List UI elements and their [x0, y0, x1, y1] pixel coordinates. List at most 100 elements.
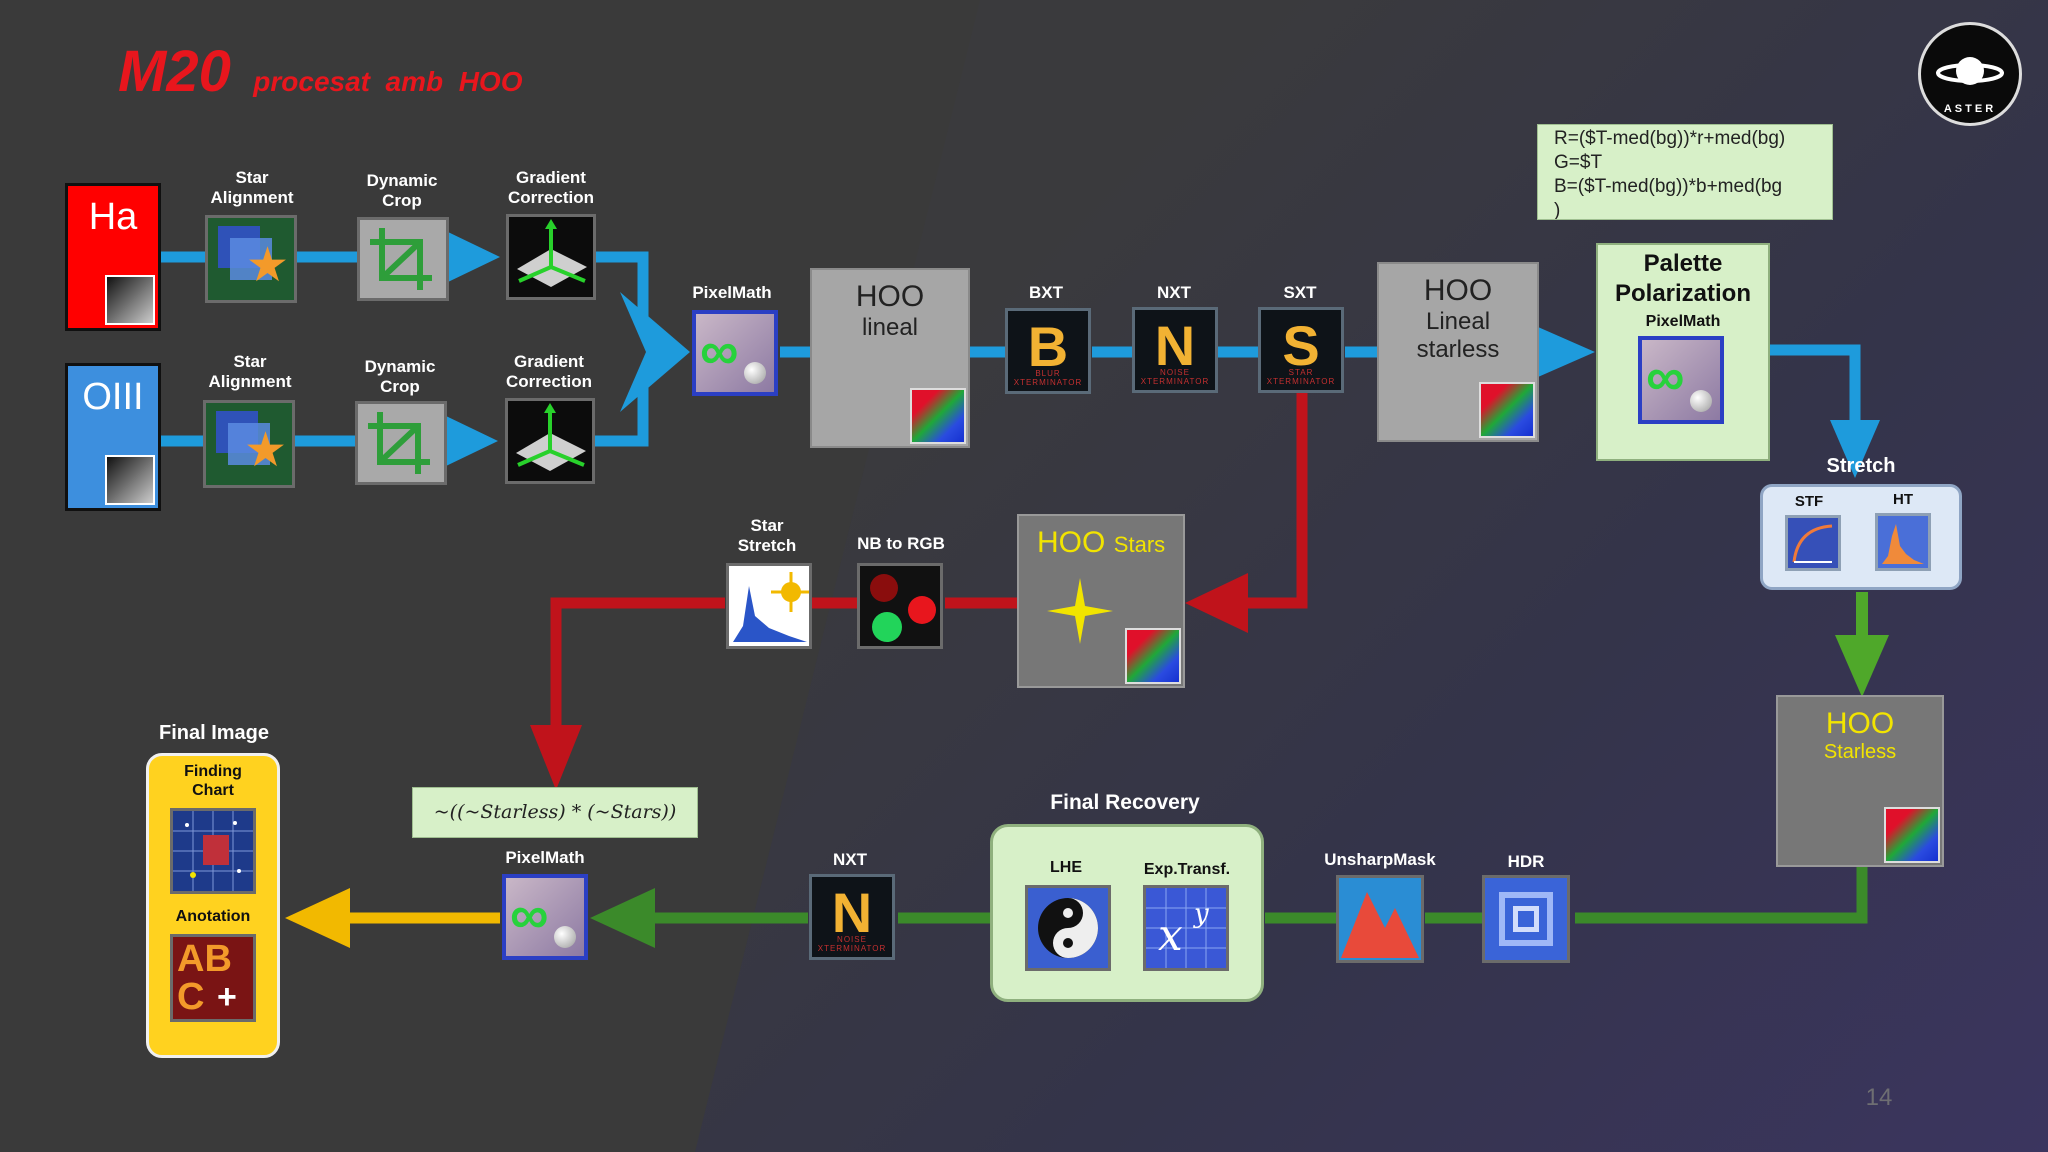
nxt-label-1: NXT: [1157, 283, 1191, 302]
finding-chart-label: Finding Chart: [184, 763, 242, 799]
anotation-label: Anotation: [175, 908, 251, 925]
star-stretch-tool[interactable]: [726, 563, 812, 649]
hoo-stars-subtitle: Stars: [1113, 532, 1166, 557]
slide-title: M20 procesat amb HOO: [118, 38, 522, 105]
gradient-correction-tool-1[interactable]: [506, 214, 596, 300]
star-combine-formula: ~((~Starless) * (~Stars)): [412, 787, 698, 838]
svg-text:x: x: [1158, 910, 1183, 961]
star-alignment-tool-2[interactable]: ★: [203, 400, 295, 488]
rgb-thumbnail: [1479, 382, 1535, 438]
hoo-stars-title: HOO: [1037, 526, 1106, 559]
sxt-caption: STAR XTERMINATOR: [1266, 368, 1336, 386]
exp-transf-tool[interactable]: x y: [1143, 885, 1229, 971]
abc-icon: AB: [177, 938, 232, 980]
infinity-icon: ∞: [510, 885, 549, 945]
oiii-input: OIII: [65, 363, 161, 511]
palette-title: Palette Polarization: [1614, 250, 1752, 307]
crop-icon: [368, 412, 430, 474]
formula-end: ): [1554, 200, 1561, 220]
hoo-starless-box: HOO Starless: [1776, 695, 1944, 867]
dynamic-crop-tool-1[interactable]: [357, 217, 449, 301]
red-dot-icon: [908, 596, 936, 624]
stretch-box: STF HT: [1760, 484, 1962, 590]
palette-tool-label: PixelMath: [1645, 313, 1721, 330]
pixelmath-tool-1[interactable]: ∞: [692, 310, 778, 396]
nxt-tool-1[interactable]: N NOISE XTERMINATOR: [1132, 307, 1218, 393]
nxt-tool-2[interactable]: N NOISE XTERMINATOR: [809, 874, 895, 960]
dynamic-crop-tool-2[interactable]: [355, 401, 447, 485]
infinity-icon: ∞: [1646, 347, 1685, 407]
star-chart-icon: [173, 811, 253, 891]
stf-tool[interactable]: [1785, 515, 1841, 571]
nxt-caption: NOISE XTERMINATOR: [817, 935, 887, 953]
star-sparkle-icon: [1047, 578, 1113, 644]
c-letter: C: [177, 976, 205, 1018]
gradient-plane-icon: [517, 219, 587, 287]
dynamic-crop-label-1: Dynamic Crop: [366, 171, 438, 210]
hoo-lineal-title: HOO: [855, 280, 925, 313]
formula-r: R=($T-med(bg))*r+med(bg): [1554, 128, 1786, 149]
crop-icon: [370, 228, 432, 290]
hoo-lineal-starless-title: HOO: [1423, 274, 1493, 307]
final-recovery-title: Final Recovery: [1050, 791, 1200, 814]
logo-text: ASTER: [1943, 103, 1997, 115]
svg-text:y: y: [1193, 899, 1209, 929]
stretch-title: Stretch: [1826, 455, 1896, 477]
finding-chart-tool[interactable]: [170, 808, 256, 894]
pixelmath-tool-2[interactable]: ∞: [502, 874, 588, 960]
hoo-lineal-starless-box: HOO Lineal starless: [1377, 262, 1539, 442]
n-icon: N: [1154, 314, 1196, 377]
star-histogram-icon: [729, 566, 809, 646]
exponent-icon: x y: [1146, 888, 1226, 968]
lhe-label: LHE: [1050, 859, 1082, 876]
yin-yang-icon: [1038, 898, 1098, 958]
hoo-lineal-subtitle: lineal: [861, 314, 919, 341]
star-alignment-label-2: Star Alignment: [208, 352, 292, 391]
nxt-caption: NOISE XTERMINATOR: [1140, 368, 1210, 386]
red-dot-icon: [870, 574, 898, 602]
lhe-tool[interactable]: [1025, 885, 1111, 971]
oiii-thumbnail: [105, 455, 155, 505]
hoo-starless-subtitle: Starless: [1823, 741, 1897, 763]
formula-b: B=($T-med(bg))*b+med(bg: [1554, 176, 1783, 197]
star-alignment-tool-1[interactable]: ★: [205, 215, 297, 303]
saturn-icon: [1936, 57, 2004, 85]
rgb-thumbnail: [910, 388, 966, 444]
star-icon: ★: [244, 424, 288, 477]
nb-to-rgb-tool[interactable]: [857, 563, 943, 649]
hdr-tool[interactable]: [1482, 875, 1570, 963]
hoo-stars-box: HOO Stars: [1017, 514, 1185, 688]
bxt-tool[interactable]: B BLUR XTERMINATOR: [1005, 308, 1091, 394]
unsharpmask-label: UnsharpMask: [1324, 850, 1436, 869]
hoo-starless-title: HOO: [1825, 707, 1895, 740]
pixelmath-formula-box: R=($T-med(bg))*r+med(bg) G=$T B=($T-med(…: [1537, 124, 1833, 220]
final-recovery-box: LHE Exp.Transf. x y: [990, 824, 1264, 1002]
gradient-correction-label-2: Gradient Correction: [506, 352, 592, 391]
ha-thumbnail: [105, 275, 155, 325]
hdr-squares-icon: [1499, 892, 1553, 946]
nxt-label-2: NXT: [833, 850, 867, 869]
unsharpmask-tool[interactable]: [1336, 875, 1424, 963]
final-image-box: Finding Chart Anotation AB C +: [146, 753, 280, 1058]
final-image-title: Final Image: [158, 722, 270, 744]
title-sub: procesat amb HOO: [253, 66, 523, 97]
anotation-tool[interactable]: AB C +: [170, 934, 256, 1022]
green-dot-icon: [872, 612, 902, 642]
b-icon: B: [1027, 315, 1069, 378]
page-number: 14: [1865, 1084, 1893, 1111]
n-icon: N: [831, 881, 873, 944]
gradient-plane-icon: [516, 403, 586, 471]
pixelmath-label-1: PixelMath: [692, 283, 772, 302]
pixelmath-tool-palette[interactable]: ∞: [1638, 336, 1724, 424]
ha-input: Ha: [65, 183, 161, 331]
infinity-icon: ∞: [700, 321, 739, 381]
sxt-tool[interactable]: S STAR XTERMINATOR: [1258, 307, 1344, 393]
stf-label: STF: [1794, 493, 1824, 510]
ht-tool[interactable]: [1875, 513, 1931, 571]
hoo-lineal-box: HOO lineal: [810, 268, 970, 448]
ht-label: HT: [1893, 491, 1913, 508]
rgb-thumbnail: [1884, 807, 1940, 863]
star-stretch-label: Star Stretch: [737, 516, 797, 555]
gradient-correction-tool-2[interactable]: [505, 398, 595, 484]
